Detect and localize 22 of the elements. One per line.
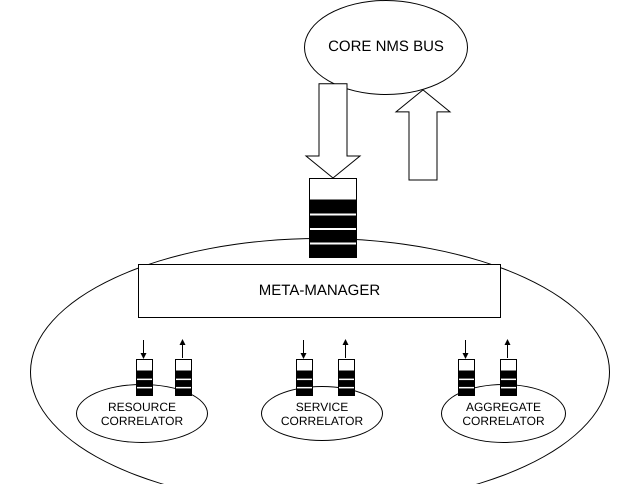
arrow: [180, 339, 186, 358]
queue-stack: [296, 359, 313, 396]
node-label: RESOURCE CORRELATOR: [100, 400, 184, 428]
node-label: AGGREGATE CORRELATOR: [461, 400, 546, 428]
queue-stack: [309, 178, 357, 258]
arrow: [504, 339, 510, 358]
node-label: SERVICE CORRELATOR: [280, 400, 364, 428]
queue-stack: [338, 359, 355, 396]
node-label: CORE NMS BUS: [327, 37, 445, 58]
queue-stack: [175, 359, 192, 396]
arrow: [342, 339, 348, 358]
block-arrow: [394, 89, 452, 180]
queue-stack: [500, 359, 517, 396]
arrow: [140, 340, 146, 359]
arrow: [300, 340, 306, 359]
queue-stack: [458, 359, 475, 396]
block-arrow: [304, 83, 362, 179]
system-ellipse: [30, 238, 610, 484]
queue-stack: [136, 359, 153, 396]
arrow: [462, 340, 468, 359]
process-box: [138, 264, 501, 318]
node-label: META-MANAGER: [258, 280, 382, 301]
